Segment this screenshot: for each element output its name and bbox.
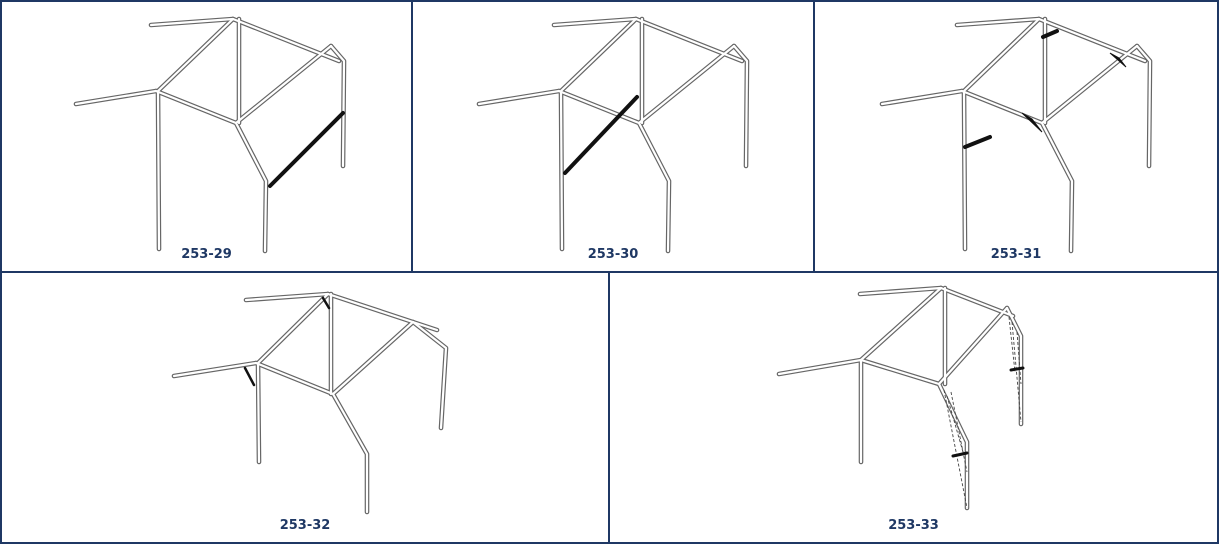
- figure-caption: 253-31: [990, 247, 1042, 262]
- reinforcement-braces: [963, 29, 1127, 149]
- figure-cell-253-33: 253-33: [609, 272, 1218, 543]
- figure-caption: 253-33: [888, 518, 939, 533]
- roll-cage-diagram-253-32: [171, 291, 449, 515]
- gusset-braces: [243, 296, 331, 387]
- roll-cage-diagram-253-31: [879, 16, 1153, 254]
- figure-cell-253-30: 253-30: [412, 1, 814, 272]
- figure-caption: 253-30: [587, 247, 639, 262]
- figure-caption: 253-32: [279, 518, 331, 533]
- roll-cage-diagram-253-29: [73, 16, 347, 254]
- figure-cell-253-31: 253-31: [814, 1, 1218, 272]
- figure-cell-253-29: 253-29: [1, 1, 412, 272]
- diagonal-brace: [268, 111, 345, 188]
- roll-cage-diagram-253-30: [476, 16, 750, 254]
- roll-cage-diagram-253-33: [776, 285, 1025, 511]
- figure-caption: 253-29: [181, 247, 232, 262]
- triangulated-supports: [943, 316, 1022, 509]
- cross-braces: [951, 366, 1025, 458]
- diagonal-brace: [563, 95, 639, 175]
- figure-cell-253-32: 253-32: [1, 272, 609, 543]
